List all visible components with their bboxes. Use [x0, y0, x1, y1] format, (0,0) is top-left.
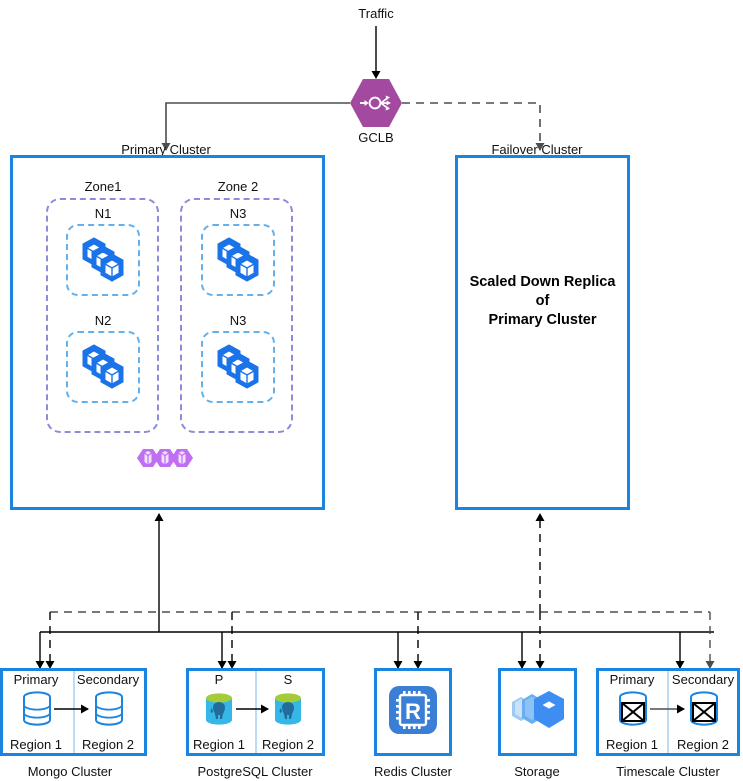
svg-text:R: R [405, 699, 421, 724]
mongo-cluster-caption: Mongo Cluster [27, 764, 113, 779]
timescale-cylinder-icon [617, 691, 649, 727]
mongo-primary-role: Primary [13, 672, 59, 687]
node-n3a-box[interactable] [201, 224, 275, 296]
node-n2-box[interactable] [66, 331, 140, 403]
traffic-label: Traffic [358, 6, 394, 21]
timescale-region2: Region 2 [676, 737, 730, 752]
mongo-secondary-role: Secondary [76, 672, 140, 687]
timescale-cluster-caption: Timescale Cluster [616, 764, 720, 779]
load-balancer-icon [360, 95, 391, 111]
kubernetes-pods-blue-icon [74, 339, 132, 395]
postgres-region2: Region 2 [261, 737, 315, 752]
postgres-replication-arrow [236, 704, 269, 714]
failover-body-line2: of [535, 293, 550, 309]
zone1-box[interactable] [46, 198, 159, 433]
postgresql-elephant-icon [272, 691, 304, 727]
zone1-label: Zone1 [84, 179, 122, 194]
node-n1-box[interactable] [66, 224, 140, 296]
kubernetes-pods-blue-icon [209, 232, 267, 288]
gcp-storage-cubes-icon [508, 686, 568, 738]
mongo-replication-arrow [54, 704, 89, 714]
primary-cluster-title: Primary Cluster [121, 142, 211, 157]
postgres-cluster-caption: PostgreSQL Cluster [197, 764, 313, 779]
timescale-region1: Region 1 [605, 737, 659, 752]
postgres-primary-role: P [214, 672, 224, 687]
mongo-region-divider [73, 671, 75, 753]
gclb-node[interactable] [350, 79, 402, 127]
timescale-primary-role: Primary [609, 672, 655, 687]
gclb-label: GCLB [358, 130, 394, 145]
redis-chip-icon: R [385, 680, 441, 742]
mongo-region2: Region 2 [81, 737, 135, 752]
redis-cluster-caption: Redis Cluster [373, 764, 453, 779]
timescale-replication-arrow [650, 704, 685, 714]
postgres-region-divider [255, 671, 257, 753]
postgresql-elephant-icon [203, 691, 235, 727]
kubernetes-pods-purple-icon [131, 447, 203, 483]
kubernetes-pods-blue-icon [209, 339, 267, 395]
failover-body-line1: Scaled Down Replica [469, 274, 616, 290]
timescale-region-divider [667, 671, 669, 753]
postgres-secondary-role: S [283, 672, 293, 687]
mongodb-cylinder-icon [21, 691, 53, 727]
storage-caption: Storage [514, 764, 560, 779]
failover-cluster-title: Failover Cluster [491, 142, 583, 157]
failover-body-line3: Primary Cluster [488, 312, 597, 328]
failover-cluster-box[interactable]: Scaled Down Replica of Primary Cluster [455, 155, 630, 510]
node-n3a-label: N3 [229, 206, 247, 221]
mongodb-cylinder-icon [93, 691, 125, 727]
timescale-cylinder-icon [688, 691, 720, 727]
node-n3b-label: N3 [229, 313, 247, 328]
timescale-secondary-role: Secondary [671, 672, 735, 687]
postgres-region1: Region 1 [192, 737, 246, 752]
kubernetes-pods-blue-icon [74, 232, 132, 288]
node-n1-label: N1 [94, 206, 112, 221]
mongo-region1: Region 1 [9, 737, 63, 752]
zone2-box[interactable] [180, 198, 293, 433]
node-n2-label: N2 [94, 313, 112, 328]
zone2-label: Zone 2 [217, 179, 259, 194]
node-n3b-box[interactable] [201, 331, 275, 403]
